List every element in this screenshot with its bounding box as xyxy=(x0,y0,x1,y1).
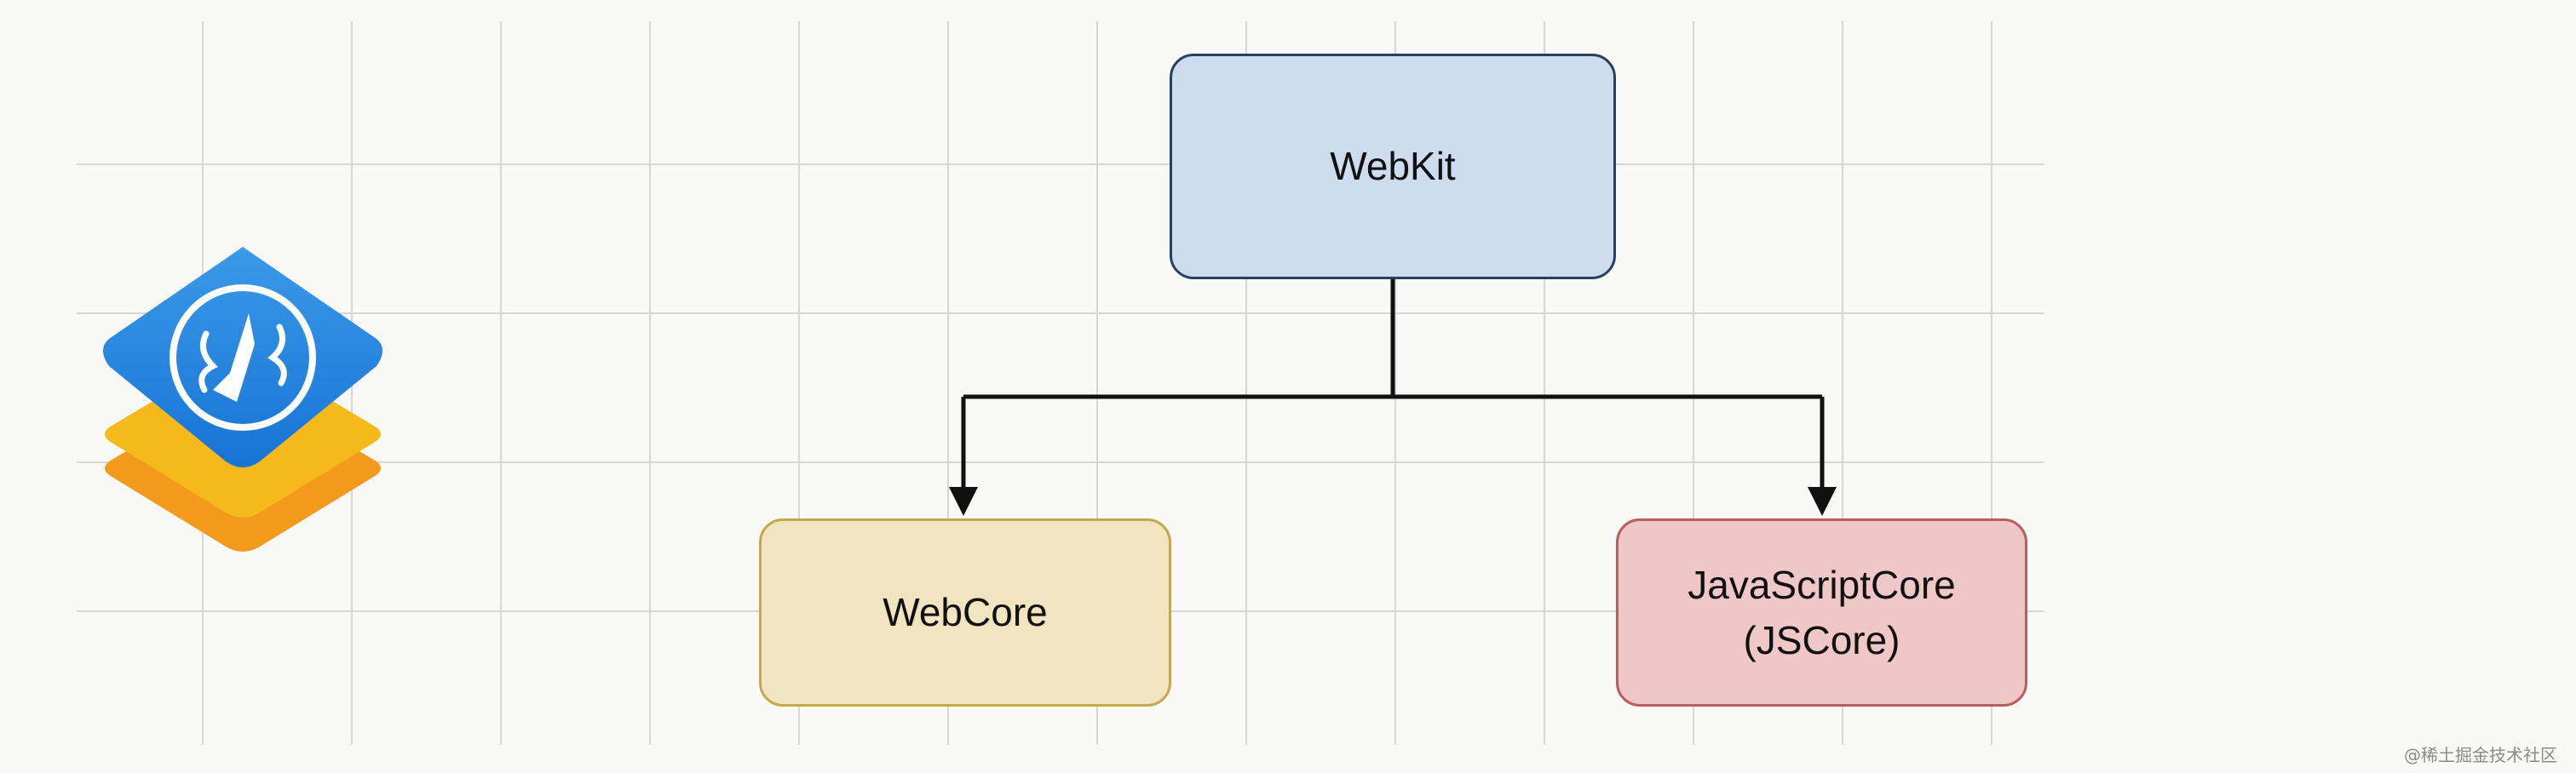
node-webcore-label: WebCore xyxy=(883,590,1048,635)
arrowhead-webcore xyxy=(949,487,978,516)
node-webkit-label: WebKit xyxy=(1330,144,1456,189)
node-webcore: WebCore xyxy=(759,518,1171,707)
watermark: @稀土掘金技术社区 xyxy=(2404,745,2557,765)
node-webkit: WebKit xyxy=(1170,54,1616,279)
arrowhead-jscore xyxy=(1808,487,1837,516)
node-javascriptcore: JavaScriptCore (JSCore) xyxy=(1616,518,2027,707)
node-javascriptcore-label: JavaScriptCore xyxy=(1688,563,1956,608)
node-javascriptcore-sublabel: (JSCore) xyxy=(1743,617,1900,662)
webkit-safari-compass-icon xyxy=(103,247,382,552)
node-javascriptcore-text: JavaScriptCore (JSCore) xyxy=(1688,558,1955,667)
